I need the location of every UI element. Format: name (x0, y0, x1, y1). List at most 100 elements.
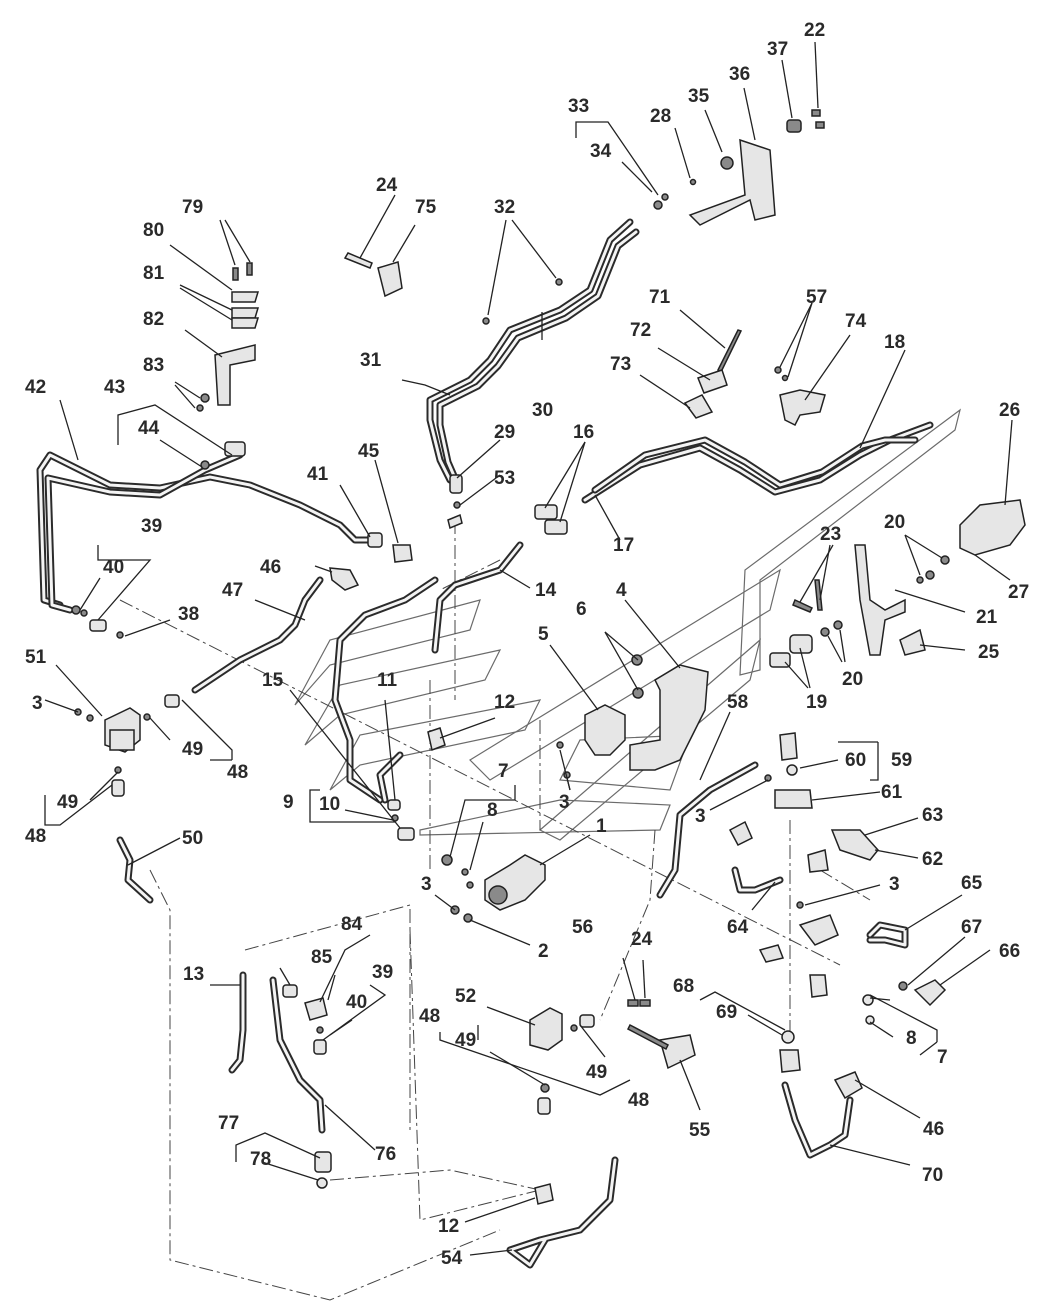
callout-34: 34 (590, 141, 612, 162)
callout-32: 32 (494, 197, 515, 218)
callout-3: 3 (889, 874, 900, 895)
callout-23: 23 (820, 524, 841, 545)
callout-83: 83 (143, 355, 164, 376)
callout-7: 7 (937, 1047, 948, 1068)
callout-68: 68 (673, 976, 694, 997)
callout-74: 74 (845, 311, 867, 332)
callout-12: 12 (438, 1216, 459, 1237)
callout-4: 4 (616, 580, 627, 601)
callout-66: 66 (999, 941, 1020, 962)
callout-85: 85 (311, 947, 333, 968)
callout-81: 81 (143, 263, 165, 284)
callout-25: 25 (978, 642, 1000, 663)
callout-80: 80 (143, 220, 164, 241)
callout-9: 9 (283, 792, 294, 813)
callout-71: 71 (649, 287, 671, 308)
callout-27: 27 (1008, 582, 1029, 603)
callout-45: 45 (358, 441, 380, 462)
callout-37: 37 (767, 39, 788, 60)
callout-7: 7 (498, 761, 509, 782)
callout-39: 39 (141, 516, 162, 537)
callout-58: 58 (727, 692, 748, 713)
callout-77: 77 (218, 1113, 239, 1134)
callout-20: 20 (884, 512, 905, 533)
callout-21: 21 (976, 607, 998, 628)
callout-6: 6 (576, 599, 587, 620)
callout-49: 49 (455, 1030, 476, 1051)
callout-44: 44 (138, 418, 160, 439)
callout-5: 5 (538, 624, 549, 645)
callout-56: 56 (572, 917, 593, 938)
tubes (36, 218, 934, 1269)
callout-54: 54 (441, 1248, 463, 1269)
callout-49: 49 (586, 1062, 607, 1083)
callout-73: 73 (610, 354, 631, 375)
components (71, 109, 1026, 1205)
callout-63: 63 (922, 805, 943, 826)
callout-8: 8 (906, 1028, 917, 1049)
callout-72: 72 (630, 320, 651, 341)
callout-48: 48 (25, 826, 46, 847)
callout-67: 67 (961, 917, 982, 938)
callout-15: 15 (262, 670, 284, 691)
callout-8: 8 (487, 800, 498, 821)
callout-19: 19 (806, 692, 827, 713)
callout-3: 3 (32, 693, 43, 714)
callout-78: 78 (250, 1149, 271, 1170)
callout-76: 76 (375, 1144, 396, 1165)
callout-61: 61 (881, 782, 903, 803)
callout-10: 10 (319, 794, 340, 815)
callout-13: 13 (183, 964, 204, 985)
callout-39: 39 (372, 962, 393, 983)
callout-1: 1 (596, 816, 607, 837)
callout-49: 49 (57, 792, 78, 813)
callout-59: 59 (891, 750, 912, 771)
callout-50: 50 (182, 828, 203, 849)
callout-47: 47 (222, 580, 243, 601)
callout-40: 40 (346, 992, 367, 1013)
callout-20: 20 (842, 669, 863, 690)
callout-79: 79 (182, 197, 203, 218)
callout-11: 11 (377, 670, 398, 691)
callout-3: 3 (695, 806, 706, 827)
callout-53: 53 (494, 468, 515, 489)
callout-12: 12 (494, 692, 515, 713)
callout-40: 40 (103, 557, 124, 578)
callout-28: 28 (650, 106, 671, 127)
callout-52: 52 (455, 986, 476, 1007)
callout-65: 65 (961, 873, 983, 894)
callout-16: 16 (573, 422, 594, 443)
callout-55: 55 (689, 1120, 711, 1141)
callout-31: 31 (360, 350, 382, 371)
callout-70: 70 (922, 1165, 943, 1186)
callout-64: 64 (727, 917, 749, 938)
callout-30: 30 (532, 400, 553, 421)
callout-2: 2 (538, 941, 549, 962)
callout-24: 24 (631, 929, 653, 950)
leader-lines (44, 41, 1013, 1256)
callout-69: 69 (716, 1002, 737, 1023)
callout-36: 36 (729, 64, 750, 85)
callout-3: 3 (421, 874, 432, 895)
callout-33: 33 (568, 96, 589, 117)
callout-24: 24 (376, 175, 398, 196)
callout-42: 42 (25, 377, 46, 398)
callout-51: 51 (25, 647, 47, 668)
callout-75: 75 (415, 197, 437, 218)
callout-22: 22 (804, 20, 825, 41)
callout-60: 60 (845, 750, 866, 771)
callout-84: 84 (341, 914, 363, 935)
callout-29: 29 (494, 422, 515, 443)
callout-26: 26 (999, 400, 1020, 421)
callout-46: 46 (923, 1119, 944, 1140)
callout-57: 57 (806, 287, 827, 308)
callout-35: 35 (688, 86, 710, 107)
callout-49: 49 (182, 739, 203, 760)
callout-48: 48 (227, 762, 248, 783)
routing-lines (119, 520, 871, 1301)
callout-41: 41 (307, 464, 329, 485)
callout-43: 43 (104, 377, 125, 398)
callout-46: 46 (260, 557, 281, 578)
callout-17: 17 (613, 535, 634, 556)
callout-3: 3 (559, 792, 570, 813)
